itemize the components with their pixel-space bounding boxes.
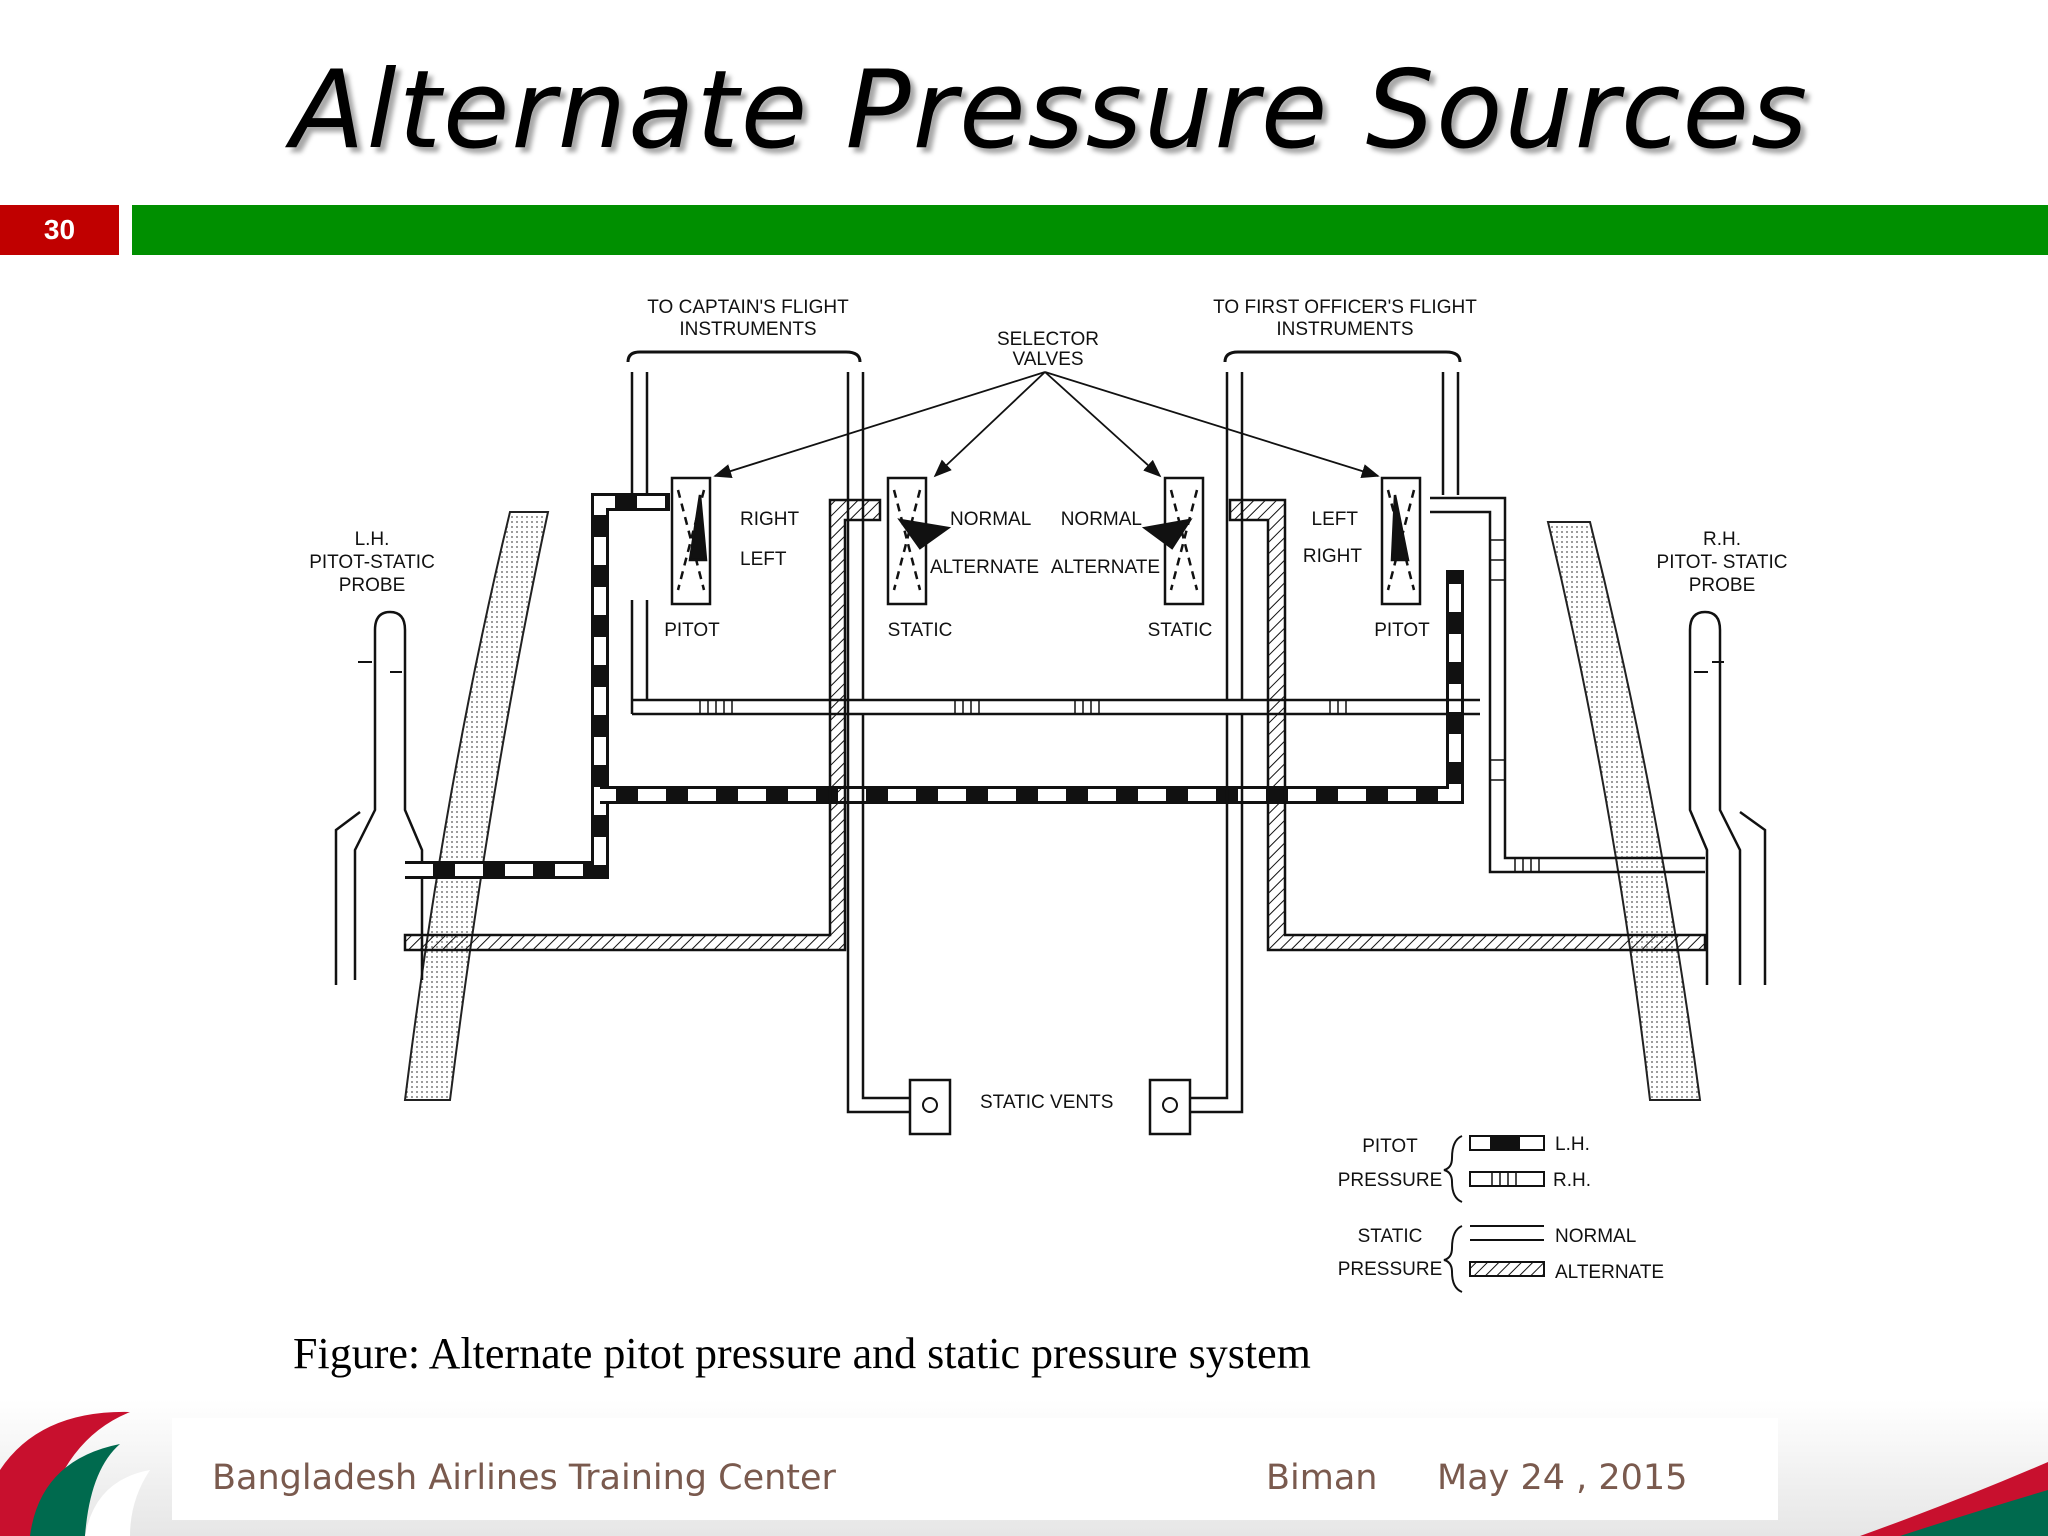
lh-skin-band bbox=[403, 511, 550, 1101]
legend-pitot-line2: PRESSURE bbox=[1338, 1170, 1443, 1191]
diagram-legend: PITOT PRESSURE L.H. R.H. STATIC PRESSURE… bbox=[1338, 1134, 1664, 1293]
legend-pitot-line1: PITOT bbox=[1362, 1136, 1418, 1157]
valve2-top-label: NORMAL bbox=[950, 509, 1031, 530]
footer-panel bbox=[172, 1418, 1778, 1520]
figure-caption: Figure: Alternate pitot pressure and sta… bbox=[293, 1329, 1311, 1378]
biman-logo-swoosh bbox=[0, 1411, 150, 1536]
captain-label-line2: INSTRUMENTS bbox=[679, 319, 816, 340]
legend-lh: L.H. bbox=[1555, 1134, 1590, 1155]
selector-valve-2 bbox=[886, 476, 952, 606]
legend-alternate: ALTERNATE bbox=[1555, 1262, 1664, 1283]
footer-right-swoosh bbox=[1860, 1462, 2048, 1536]
fo-label-line1: TO FIRST OFFICER'S FLIGHT bbox=[1213, 297, 1477, 318]
rh-probe-label-line3: PROBE bbox=[1689, 575, 1756, 596]
slide-number: 30 bbox=[0, 205, 119, 255]
rh-probe bbox=[1688, 610, 1742, 985]
valve3-name: STATIC bbox=[1148, 620, 1213, 641]
legend-rh: R.H. bbox=[1553, 1170, 1591, 1191]
valve1-top-label: RIGHT bbox=[740, 509, 800, 530]
rh-alternate-static bbox=[1228, 498, 1707, 952]
selector-label-line2: VALVES bbox=[1012, 349, 1083, 370]
title-rule-bar bbox=[132, 205, 2048, 255]
valve2-bottom-label: ALTERNATE bbox=[930, 557, 1039, 578]
slide-title: Alternate Pressure Sources bbox=[290, 48, 1810, 173]
static-vents-label: STATIC VENTS bbox=[980, 1092, 1113, 1113]
selector-label-line1: SELECTOR bbox=[997, 329, 1099, 350]
right-static-vent bbox=[1148, 1078, 1192, 1136]
fo-brace bbox=[1223, 350, 1462, 363]
legend-static-line2: PRESSURE bbox=[1338, 1259, 1443, 1280]
lh-probe-label-line1: L.H. bbox=[355, 529, 390, 550]
selector-valve-3 bbox=[1141, 476, 1205, 606]
captain-label-line1: TO CAPTAIN'S FLIGHT bbox=[647, 297, 849, 318]
valve4-bottom-label: RIGHT bbox=[1303, 546, 1363, 567]
valve3-top-label: NORMAL bbox=[1061, 509, 1142, 530]
lh-probe-label-line2: PITOT-STATIC bbox=[309, 552, 435, 573]
valve3-bottom-label: ALTERNATE bbox=[1051, 557, 1160, 578]
legend-normal: NORMAL bbox=[1555, 1226, 1636, 1247]
valve4-name: PITOT bbox=[1374, 620, 1430, 641]
selector-valve-4 bbox=[1380, 476, 1422, 606]
legend-static-line1: STATIC bbox=[1358, 1226, 1423, 1247]
valve1-bottom-label: LEFT bbox=[740, 549, 787, 570]
footer-short-name: Biman bbox=[1266, 1458, 1378, 1498]
left-static-vent bbox=[908, 1078, 952, 1136]
rh-probe-label-line2: PITOT- STATIC bbox=[1657, 552, 1788, 573]
captain-brace bbox=[626, 350, 862, 363]
pitot-static-diagram: TO CAPTAIN'S FLIGHT INSTRUMENTS TO FIRST… bbox=[309, 297, 1788, 1293]
selector-valve-1 bbox=[670, 476, 712, 606]
footer-date: May 24 , 2015 bbox=[1437, 1458, 1688, 1498]
fo-label-line2: INSTRUMENTS bbox=[1276, 319, 1413, 340]
valve4-top-label: LEFT bbox=[1312, 509, 1359, 530]
rh-skin-band bbox=[1546, 521, 1702, 1101]
lh-alternate-static bbox=[403, 498, 882, 952]
footer-organization: Bangladesh Airlines Training Center bbox=[212, 1458, 836, 1498]
valve2-name: STATIC bbox=[888, 620, 953, 641]
lh-probe bbox=[353, 610, 424, 980]
lh-pitot-line bbox=[405, 493, 670, 879]
lh-probe-label-line3: PROBE bbox=[339, 575, 406, 596]
rh-probe-label-line1: R.H. bbox=[1703, 529, 1741, 550]
valve1-name: PITOT bbox=[664, 620, 720, 641]
